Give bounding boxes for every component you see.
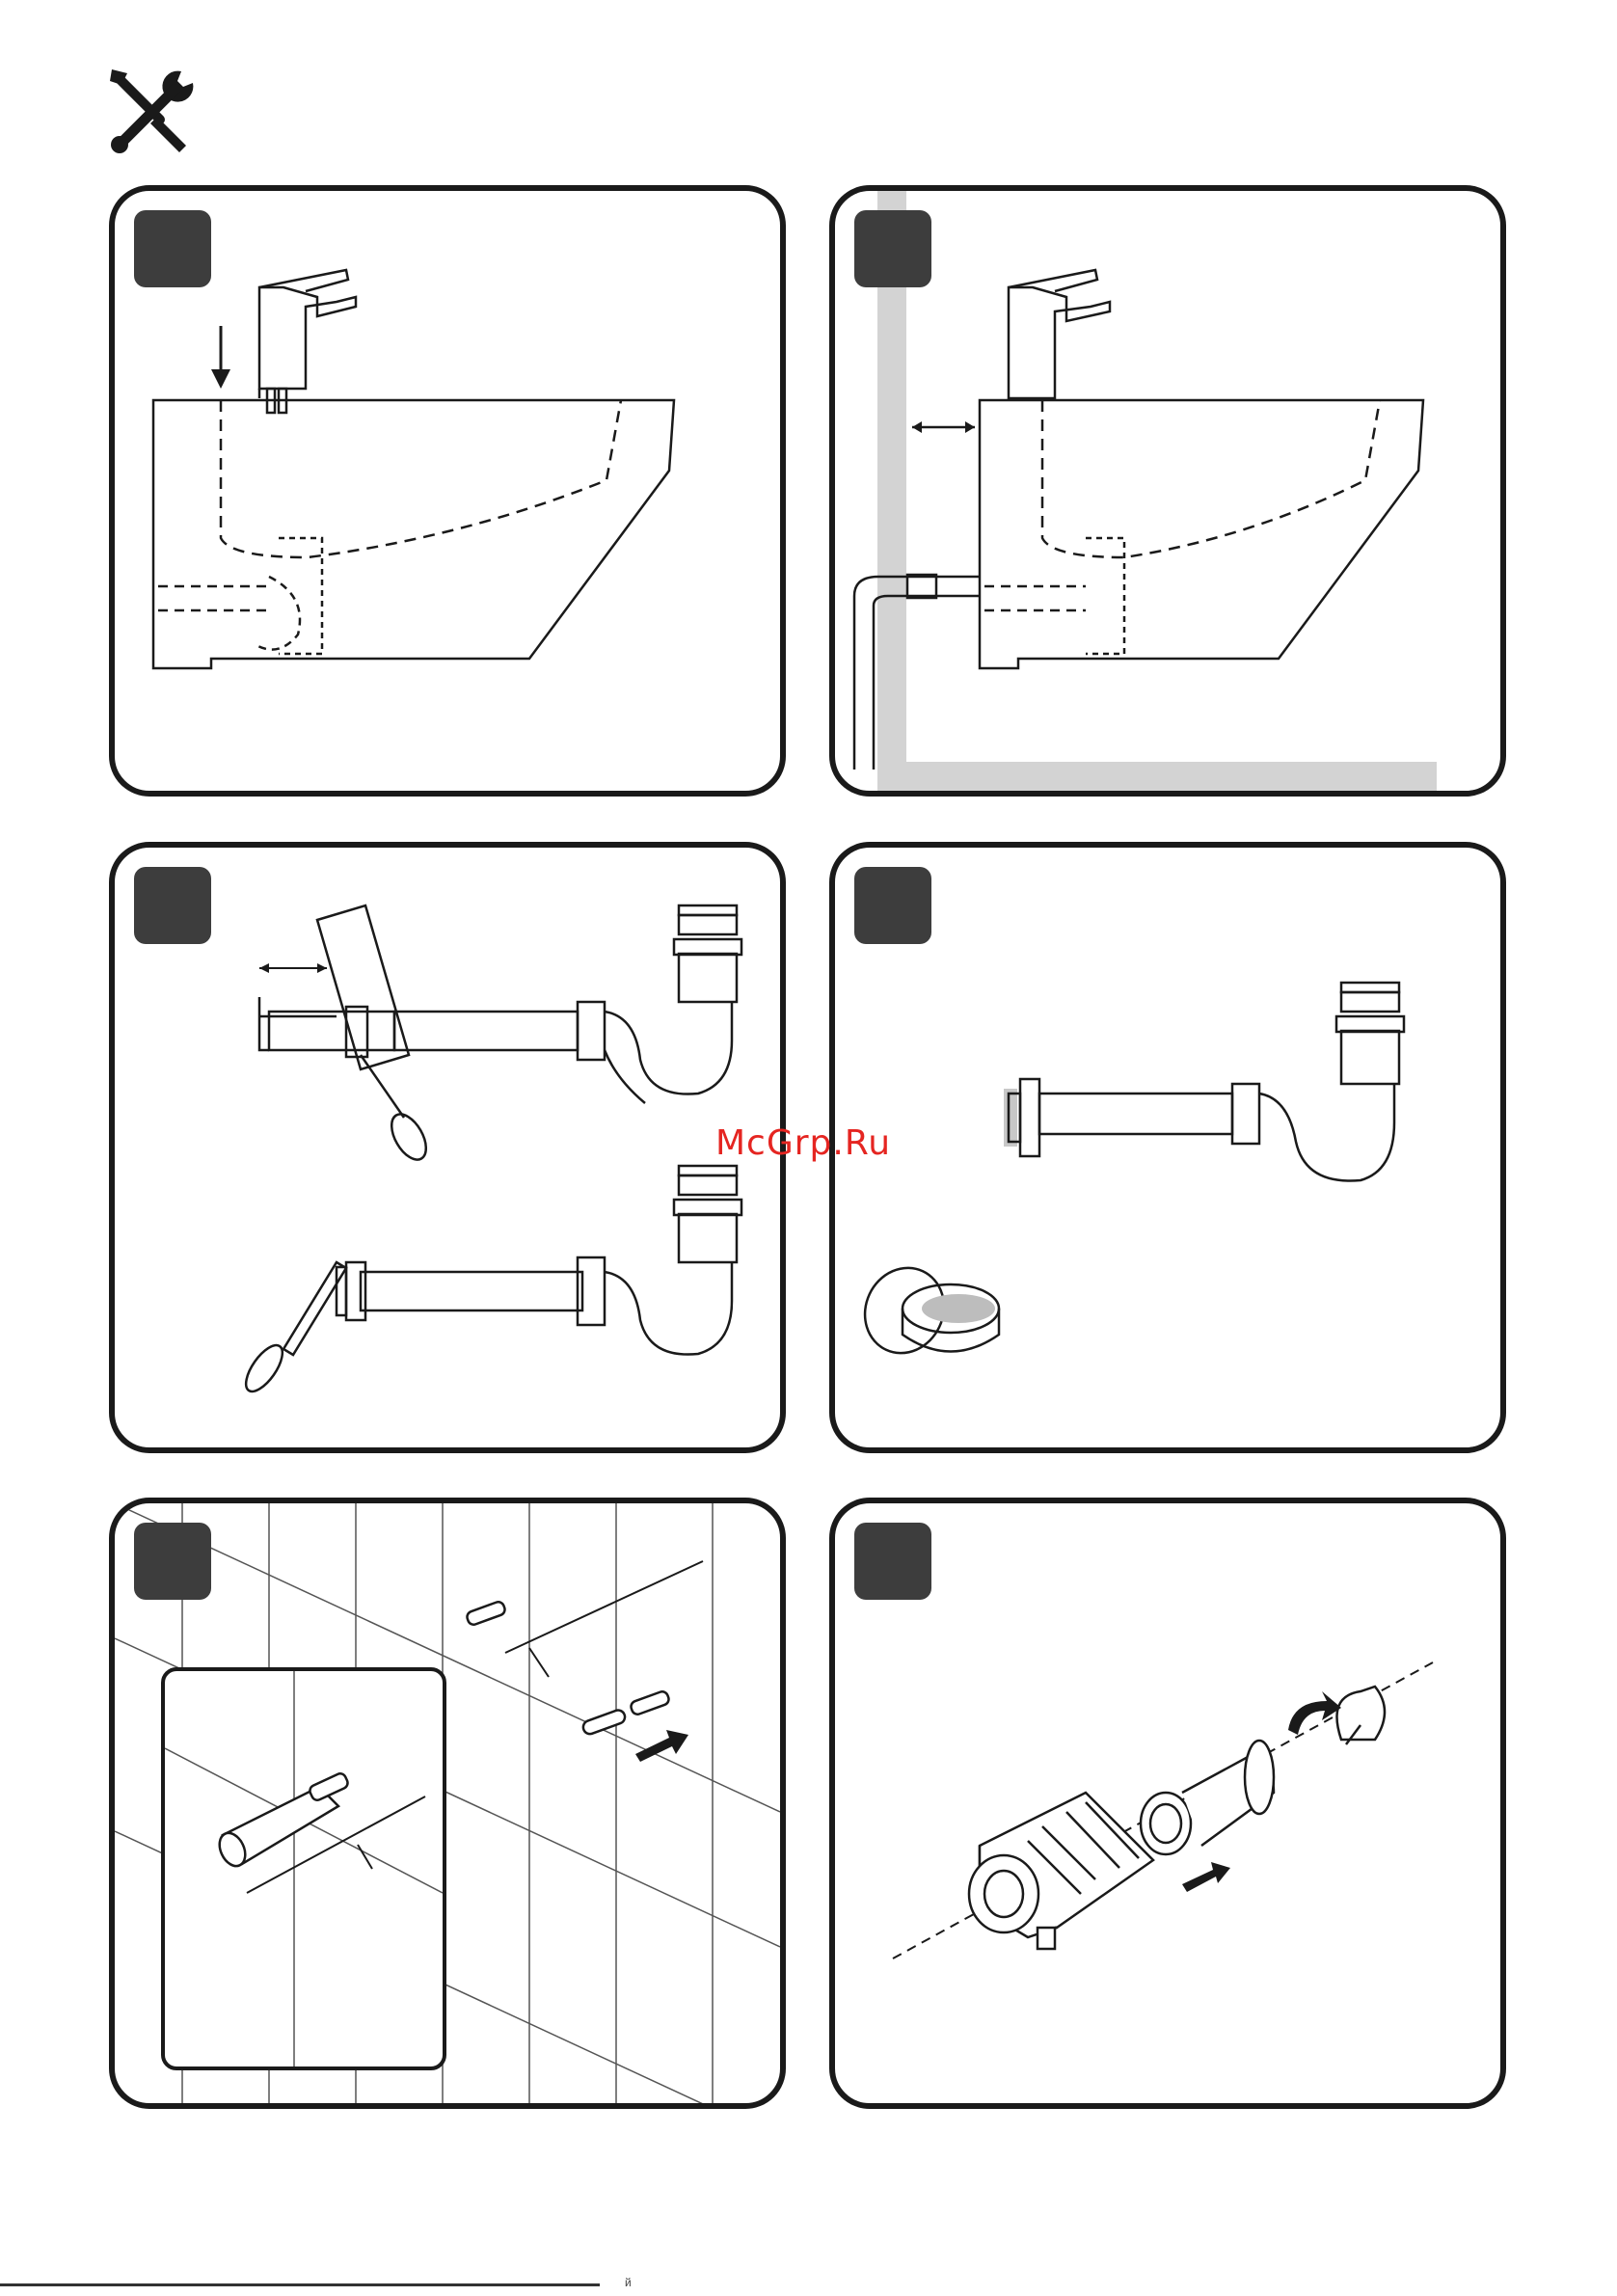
pipe-cut-icon <box>115 848 780 1447</box>
step-3-panel <box>109 842 786 1453</box>
bidet-mixer-mount-icon <box>115 191 780 791</box>
wall-distance-icon <box>835 191 1500 791</box>
step-2-badge <box>854 210 931 287</box>
step-4-panel <box>829 842 1506 1453</box>
footer-mark: й <box>625 2276 632 2289</box>
footer-rule <box>0 2283 600 2286</box>
step-6-panel <box>829 1498 1506 2109</box>
step-6-badge <box>854 1523 931 1600</box>
watermark-text: McGrp.Ru <box>715 1123 891 1163</box>
tools-icon <box>104 64 201 160</box>
grease-seal-icon <box>835 848 1500 1447</box>
step-1-badge <box>134 210 211 287</box>
detail-inset <box>161 1667 446 2070</box>
aerator-disassembly-icon <box>835 1503 1500 2103</box>
step-5-panel <box>109 1498 786 2109</box>
step-4-badge <box>854 867 931 944</box>
anchor-detail-icon <box>165 1671 443 2066</box>
step-3-badge <box>134 867 211 944</box>
step-1-panel <box>109 185 786 797</box>
step-5-badge <box>134 1523 211 1600</box>
step-2-panel <box>829 185 1506 797</box>
